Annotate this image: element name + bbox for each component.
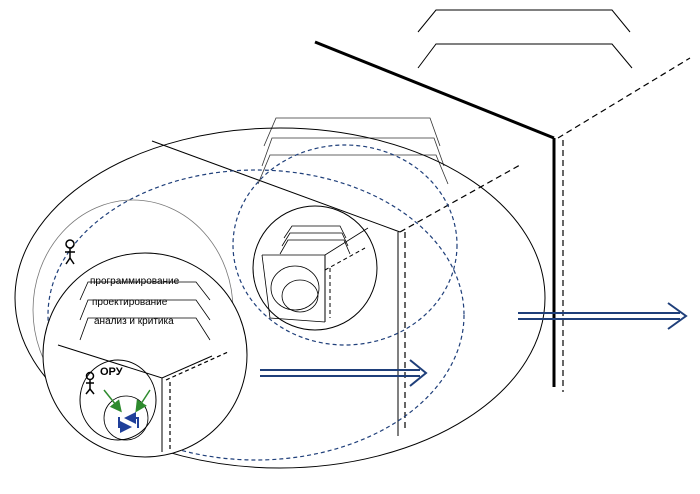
- left-box-dashed: [165, 351, 229, 381]
- middle-inner-circle: [252, 205, 378, 331]
- outer-ellipse: [14, 127, 546, 469]
- left-trapezoid-2: [79, 299, 211, 321]
- person-icon: [65, 239, 75, 265]
- wall-top-edge: [151, 140, 401, 233]
- oru-outer-ellipse: [79, 359, 157, 441]
- large-dashed-ellipse: [47, 169, 465, 461]
- outer-wall-top: [314, 40, 555, 140]
- left-trapezoid-1: [79, 281, 211, 301]
- top-trapezoid-2: [417, 43, 633, 69]
- mini-trapezoid-3: [279, 239, 351, 255]
- middle-box-dashed: [324, 247, 366, 271]
- cycle-icon: [118, 412, 139, 433]
- label-programming: программирование: [90, 276, 180, 287]
- top-trapezoid-1: [417, 9, 631, 33]
- mini-trapezoid-1: [283, 225, 347, 239]
- label-analysis: анализ и критика: [94, 316, 174, 327]
- green-arrow-left: [103, 389, 122, 413]
- left-trapezoid-3: [79, 317, 211, 341]
- left-main-circle: [42, 252, 248, 458]
- oru-inner-ellipse: [103, 395, 149, 441]
- person-icon: [85, 371, 95, 395]
- label-designing: проектирование: [92, 297, 168, 308]
- wall-right-dashed: [399, 164, 521, 233]
- middle-box-left: [261, 254, 326, 323]
- mid-trapezoid-3: [257, 154, 449, 185]
- mid-trapezoid-2: [261, 137, 445, 167]
- middle-blob-inner: [281, 279, 319, 313]
- outer-wall-dashed-right: [557, 57, 691, 139]
- mid-trapezoid-1: [263, 117, 441, 147]
- middle-dashed-circle: [232, 144, 458, 346]
- double-arrow-right: [518, 302, 688, 330]
- mini-trapezoid-2: [281, 232, 349, 247]
- middle-blob-outer: [270, 265, 320, 311]
- double-arrow-middle: [260, 359, 428, 387]
- label-oru: ОРУ: [100, 366, 123, 378]
- green-arrow-right: [135, 389, 151, 413]
